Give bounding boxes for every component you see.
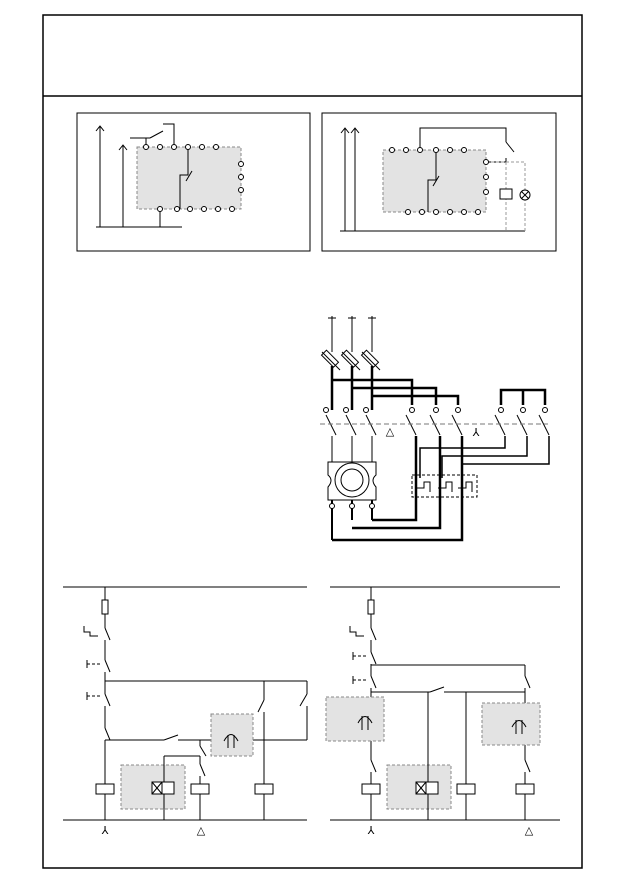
control-circuit-left [63, 586, 308, 821]
star-symbol: ⅄ [473, 426, 480, 439]
coil-k2 [456, 783, 476, 795]
coil-k1 [95, 783, 115, 795]
relay-coil [499, 188, 513, 200]
motor-icon [334, 462, 370, 498]
module-wiring-panel-left [76, 112, 311, 252]
coil-k3 [254, 783, 274, 795]
star-delta-power-circuit [320, 316, 550, 542]
star-symbol: ⅄ [368, 824, 375, 837]
page-frame [42, 14, 583, 869]
module-box [136, 146, 242, 210]
fuse [367, 599, 375, 615]
coil-k1 [361, 783, 381, 795]
fuse [101, 599, 109, 615]
coil-k2 [190, 783, 210, 795]
control-circuit-right [325, 586, 560, 821]
module-box [382, 149, 487, 213]
delta-symbol: △ [525, 824, 534, 837]
delta-symbol: △ [197, 824, 206, 837]
star-symbol: ⅄ [102, 824, 109, 837]
module-wiring-panel-right [321, 112, 557, 252]
coil-k3 [515, 783, 535, 795]
delta-symbol: △ [386, 425, 395, 438]
